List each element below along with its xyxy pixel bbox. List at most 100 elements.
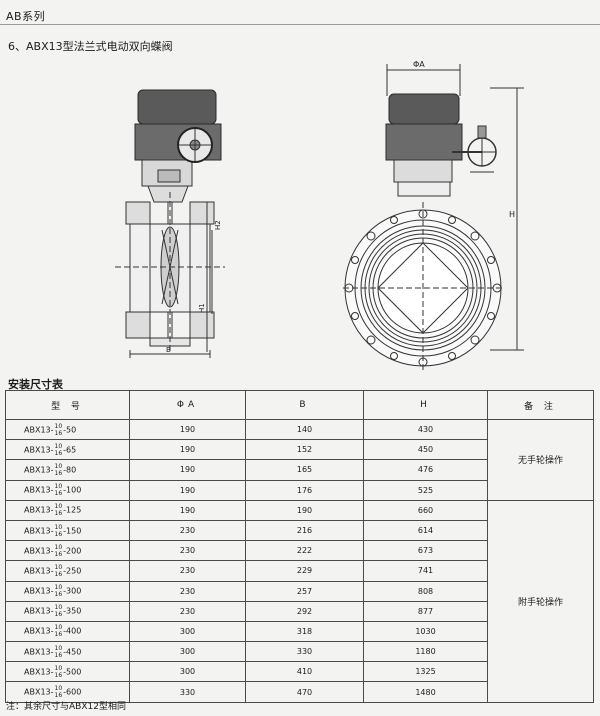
- model-dn: -80: [63, 465, 77, 475]
- cell-b: 216: [245, 519, 364, 542]
- model-prefix: ABX13-: [24, 526, 54, 536]
- series-label: AB系列: [6, 10, 46, 23]
- model-prefix: ABX13-: [24, 546, 54, 556]
- cell-a: 300: [129, 661, 246, 683]
- cell-h: 476: [363, 459, 488, 481]
- cell-a: 300: [129, 620, 246, 643]
- pressure-top: 10: [54, 483, 63, 491]
- model-dn: -250: [63, 566, 82, 576]
- cell-h: 877: [363, 600, 488, 622]
- pressure-bottom: 16: [54, 510, 63, 518]
- header-rule: [0, 24, 600, 25]
- pressure-bottom: 16: [54, 692, 63, 700]
- footnote: 注：其余尺寸与ABX12型相同: [6, 702, 126, 712]
- pressure-top: 10: [54, 664, 63, 672]
- header-model: 型 号: [5, 390, 130, 420]
- model-prefix: ABX13-: [24, 606, 54, 616]
- pressure-bottom: 16: [54, 651, 63, 659]
- section-heading: 6、ABX13型法兰式电动双向蝶阀: [8, 40, 173, 53]
- model-dn: -350: [63, 606, 82, 616]
- cell-a: 330: [129, 681, 246, 703]
- valve-drawing: ΦA H B H1 H2: [115, 60, 524, 370]
- header-phi-a: ΦA: [129, 390, 246, 420]
- cell-b: 318: [245, 620, 364, 643]
- pressure-bottom: 16: [54, 530, 63, 538]
- model-prefix: ABX13-: [24, 566, 54, 576]
- model-prefix: ABX13-: [24, 485, 54, 495]
- label-b: B: [166, 346, 171, 354]
- model-prefix: ABX13-: [24, 667, 54, 677]
- model-dn: -65: [63, 445, 77, 455]
- cell-a: 230: [129, 600, 246, 622]
- model-prefix: ABX13-: [24, 505, 54, 515]
- pressure-bottom: 16: [54, 631, 63, 639]
- pressure-bottom: 16: [54, 550, 63, 558]
- cell-remark: 附手轮操作: [487, 499, 594, 703]
- table-title: 安装尺寸表: [8, 378, 63, 391]
- cell-a: 190: [129, 459, 246, 481]
- pressure-top: 10: [54, 462, 63, 470]
- cell-h: 1030: [363, 620, 488, 643]
- model-dn: -400: [63, 626, 82, 636]
- pressure-bottom: 16: [54, 449, 63, 457]
- model-dn: -125: [63, 505, 82, 515]
- cell-a: 230: [129, 519, 246, 542]
- model-dn: -500: [63, 667, 82, 677]
- pressure-top: 10: [54, 543, 63, 551]
- pressure-bottom: 16: [54, 490, 63, 498]
- model-prefix: ABX13-: [24, 647, 54, 657]
- cell-h: 525: [363, 479, 488, 501]
- cell-h: 660: [363, 499, 488, 521]
- label-h2: H2: [214, 220, 222, 230]
- model-dn: -300: [63, 586, 82, 596]
- model-dn: -150: [63, 526, 82, 536]
- model-prefix: ABX13-: [24, 687, 54, 697]
- cell-a: 230: [129, 580, 246, 602]
- model-prefix: ABX13-: [24, 425, 54, 435]
- pressure-bottom: 16: [54, 570, 63, 578]
- front-view: [343, 64, 524, 370]
- cell-a: 230: [129, 540, 246, 562]
- label-h: H: [509, 210, 515, 219]
- pressure-top: 10: [54, 523, 63, 531]
- model-prefix: ABX13-: [24, 626, 54, 636]
- model-dn: -450: [63, 647, 82, 657]
- pressure-top: 10: [54, 503, 63, 511]
- cell-b: 229: [245, 560, 364, 582]
- model-prefix: ABX13-: [24, 445, 54, 455]
- cell-h: 614: [363, 519, 488, 542]
- cell-h: 1480: [363, 681, 488, 703]
- model-dn: -600: [63, 687, 82, 697]
- pressure-top: 10: [54, 624, 63, 632]
- cell-a: 190: [129, 439, 246, 461]
- pressure-top: 10: [54, 563, 63, 571]
- cell-h: 808: [363, 580, 488, 602]
- pressure-bottom: 16: [54, 671, 63, 679]
- cell-h: 1180: [363, 641, 488, 663]
- pressure-top: 10: [54, 584, 63, 592]
- cell-a: 190: [129, 479, 246, 501]
